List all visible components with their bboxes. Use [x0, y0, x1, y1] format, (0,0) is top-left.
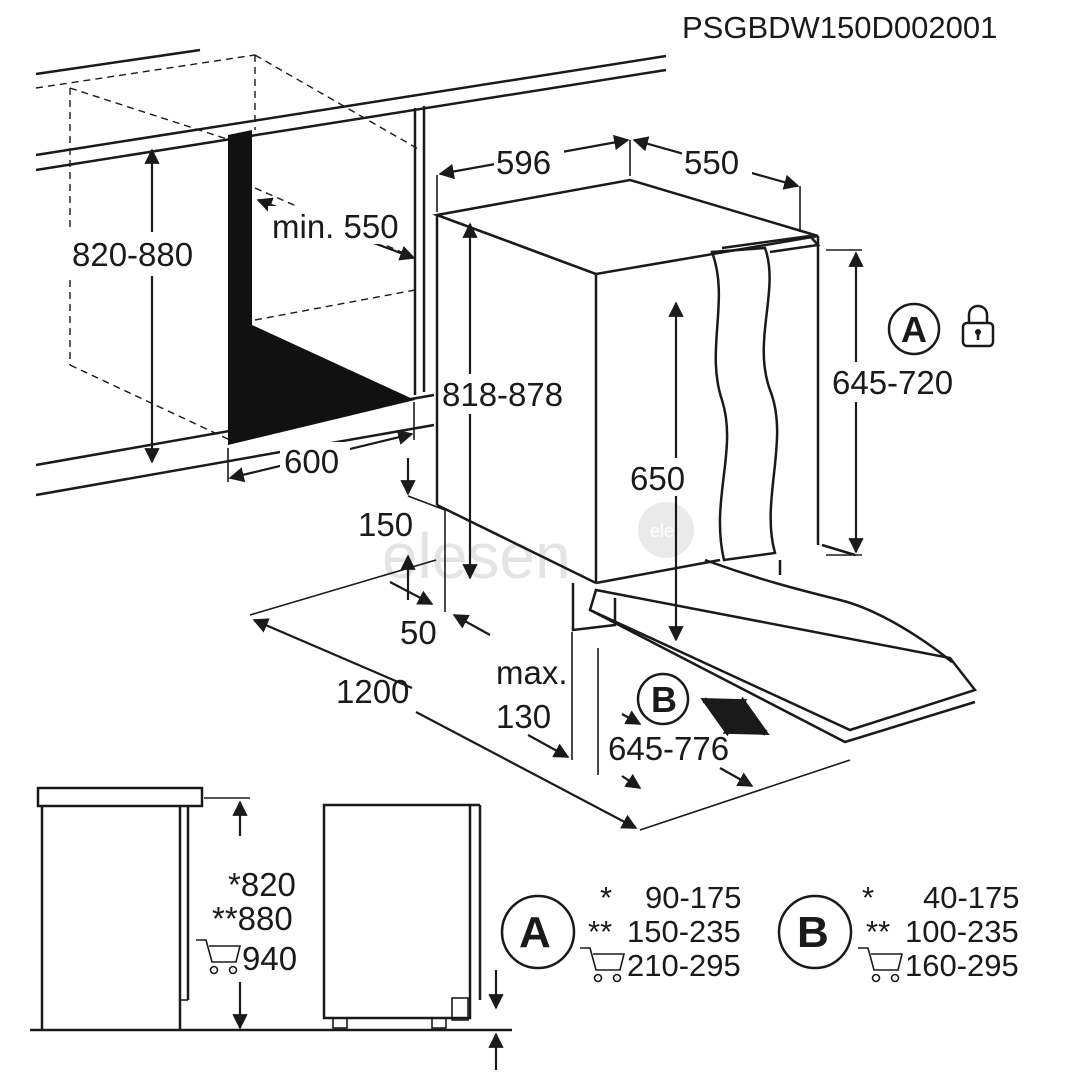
svg-text:A: A	[901, 309, 927, 350]
legend-a-marker-2: **	[588, 914, 612, 949]
plinth-recess-arrow-left	[389, 581, 434, 605]
door-panel-height-label: 645-720	[832, 364, 953, 401]
legend-b-marker-2: **	[866, 914, 890, 949]
legend-b-value-3: 160-295	[905, 948, 1019, 983]
side-height-2: **880	[212, 900, 293, 937]
cart-icon	[580, 947, 626, 983]
legend-a-circle	[500, 894, 576, 970]
door-swing-label: 1200	[336, 673, 409, 710]
depth-label: 550	[684, 144, 739, 181]
niche-height-label: 820-880	[72, 236, 193, 273]
legend-a-value-2: 150-235	[627, 914, 741, 949]
legend-b-marker-1: *	[862, 880, 874, 915]
plinth-max-value: 130	[496, 698, 551, 735]
plinth-recess-arrow-right	[452, 614, 491, 636]
door-travel-double-arrow	[700, 696, 770, 737]
appliance-height-label: 818-878	[442, 376, 563, 413]
plinth-max-label: max.	[496, 654, 568, 691]
circle-b-badge: B	[636, 672, 690, 726]
width-label: 596	[496, 144, 551, 181]
cart-icon	[858, 947, 904, 983]
legend-a-letter: A	[519, 908, 551, 957]
plinth-recess-label: 50	[400, 614, 437, 651]
door-swing-arrow-left	[252, 618, 413, 690]
side-height-1: *820	[228, 866, 296, 903]
door-travel-arrow-left	[621, 710, 642, 725]
legend-a-value-3: 210-295	[627, 948, 741, 983]
niche-cabinet	[35, 48, 667, 497]
builtin-unit-side	[322, 803, 482, 1029]
door-travel-arrow-bottom	[621, 773, 642, 789]
legend-b-letter: B	[797, 908, 829, 957]
legend-a: A * 90-175 ** 150-235 210-295	[500, 880, 742, 983]
plinth-height-label: 150	[358, 506, 413, 543]
door-swing-arrow-right	[415, 711, 638, 829]
legend-b-value-2: 100-235	[905, 914, 1019, 949]
niche-depth-label: 600	[284, 443, 339, 480]
lock-icon	[961, 304, 995, 348]
niche-min-width-label: min. 550	[272, 208, 399, 245]
door-travel-label: 645-776	[608, 730, 729, 767]
legend-a-value-1: 90-175	[645, 880, 742, 915]
product-code: PSGBDW150D002001	[682, 10, 997, 45]
side-height-3: 940	[242, 940, 297, 977]
svg-text:ele: ele	[650, 521, 674, 541]
cart-icon	[196, 939, 242, 975]
circle-a-badge: A	[887, 302, 941, 356]
door-travel-arrow-right	[719, 767, 754, 787]
watermark-badge: ele	[638, 502, 694, 558]
legend-b-value-1: 40-175	[923, 880, 1020, 915]
legend-b: B * 40-175 ** 100-235 160-295	[777, 880, 1020, 983]
freestanding-unit-side	[36, 786, 204, 1030]
legend-a-marker-1: *	[600, 880, 612, 915]
legend-b-circle	[777, 894, 853, 970]
svg-text:B: B	[651, 679, 677, 720]
door-height-label: 650	[630, 460, 685, 497]
plinth-max-arrow	[527, 734, 570, 758]
